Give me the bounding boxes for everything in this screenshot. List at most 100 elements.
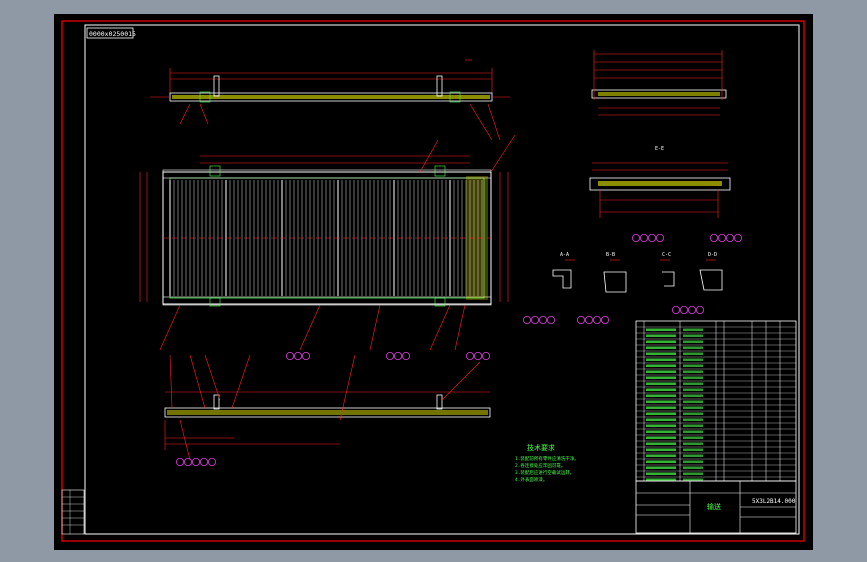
parts-row-text	[646, 358, 676, 361]
part-balloon	[531, 315, 540, 324]
parts-row-text	[646, 400, 676, 403]
part-balloon	[656, 233, 665, 242]
section-label: C-C	[662, 252, 671, 258]
parts-row-text	[683, 388, 703, 391]
parts-row-text	[683, 406, 703, 409]
part-balloon	[688, 305, 697, 314]
parts-row-text	[683, 382, 703, 385]
title-block-name: 输送	[707, 502, 721, 511]
parts-row-text	[646, 340, 676, 343]
parts-row-text	[683, 328, 703, 331]
part-balloon	[523, 315, 532, 324]
part-balloon	[393, 351, 402, 360]
notes-title: 技术要求	[527, 443, 555, 452]
parts-row-text	[646, 418, 676, 421]
parts-row-text	[646, 478, 676, 481]
note-line-1: 1.装配前所有零件应清洗干净。	[515, 455, 579, 462]
part-balloon	[401, 351, 410, 360]
parts-row-text	[646, 460, 676, 463]
parts-row-text	[646, 352, 676, 355]
parts-row-text	[683, 418, 703, 421]
parts-row-text	[683, 424, 703, 427]
part-balloon	[385, 351, 394, 360]
parts-row-text	[646, 436, 676, 439]
parts-row-text	[683, 454, 703, 457]
drawing-number: 5X3L2B14.000	[752, 498, 796, 505]
part-balloon	[680, 305, 689, 314]
parts-list-table	[635, 320, 797, 482]
parts-row-text	[683, 334, 703, 337]
part-balloon	[672, 305, 681, 314]
parts-row-text	[646, 346, 676, 349]
end-view-upper	[591, 50, 727, 116]
parts-row-text	[683, 400, 703, 403]
section-label: E-E	[655, 146, 664, 152]
part-balloon	[696, 305, 705, 314]
parts-row-text	[646, 394, 676, 397]
parts-row-text	[683, 448, 703, 451]
parts-row-text	[646, 364, 676, 367]
parts-row-text	[683, 358, 703, 361]
parts-row-text	[683, 478, 703, 481]
parts-row-text	[683, 412, 703, 415]
part-balloon	[547, 315, 556, 324]
revision-table	[61, 489, 85, 535]
parts-row-text	[683, 352, 703, 355]
parts-row-text	[646, 442, 676, 445]
part-balloon	[465, 351, 474, 360]
part-balloon	[285, 351, 294, 360]
parts-row-text	[683, 346, 703, 349]
part-balloon	[593, 315, 602, 324]
parts-row-text	[646, 328, 676, 331]
note-line-3: 3.装配后应进行空载试运转。	[515, 469, 574, 476]
part-balloon	[710, 233, 719, 242]
parts-row-text	[683, 370, 703, 373]
part-balloon	[199, 457, 208, 466]
section-label: D-D	[708, 252, 717, 258]
parts-row-text	[646, 376, 676, 379]
part-balloon	[191, 457, 200, 466]
parts-row-text	[646, 424, 676, 427]
parts-row-text	[646, 334, 676, 337]
parts-row-text	[683, 466, 703, 469]
top-elevation-view	[150, 59, 510, 141]
parts-row-text	[683, 460, 703, 463]
section-label: B-B	[606, 252, 615, 258]
section-details	[552, 259, 723, 293]
part-balloon	[734, 233, 743, 242]
part-balloon	[718, 233, 727, 242]
part-balloon	[648, 233, 657, 242]
plan-view	[139, 134, 516, 351]
parts-row-text	[646, 406, 676, 409]
parts-row-text	[646, 448, 676, 451]
parts-row-text	[683, 364, 703, 367]
parts-row-text	[646, 466, 676, 469]
outer-frame	[61, 20, 805, 542]
end-view-lower	[589, 162, 731, 218]
parts-row-text	[683, 436, 703, 439]
part-balloon	[726, 233, 735, 242]
part-balloon	[175, 457, 184, 466]
parts-row-text	[646, 388, 676, 391]
part-balloon	[207, 457, 216, 466]
section-label: A-A	[560, 252, 569, 258]
technical-notes: 技术要求 1.装配前所有零件应清洗干净。 2.各连接处应牢固可靠。 3.装配后应…	[515, 443, 579, 483]
part-balloon	[577, 315, 586, 324]
parts-row-text	[646, 382, 676, 385]
parts-row-text	[683, 442, 703, 445]
part-balloon	[640, 233, 649, 242]
parts-row-text	[646, 370, 676, 373]
parts-row-text	[646, 472, 676, 475]
part-balloon	[539, 315, 548, 324]
parts-row-text	[646, 412, 676, 415]
drawing-id-label: 0000x0250015	[89, 30, 136, 38]
parts-row-text	[683, 430, 703, 433]
part-balloon	[601, 315, 610, 324]
bottom-elevation-view	[164, 354, 491, 461]
part-balloon	[473, 351, 482, 360]
inner-frame	[84, 24, 800, 535]
part-balloon	[481, 351, 490, 360]
part-balloon	[585, 315, 594, 324]
parts-row-text	[646, 430, 676, 433]
